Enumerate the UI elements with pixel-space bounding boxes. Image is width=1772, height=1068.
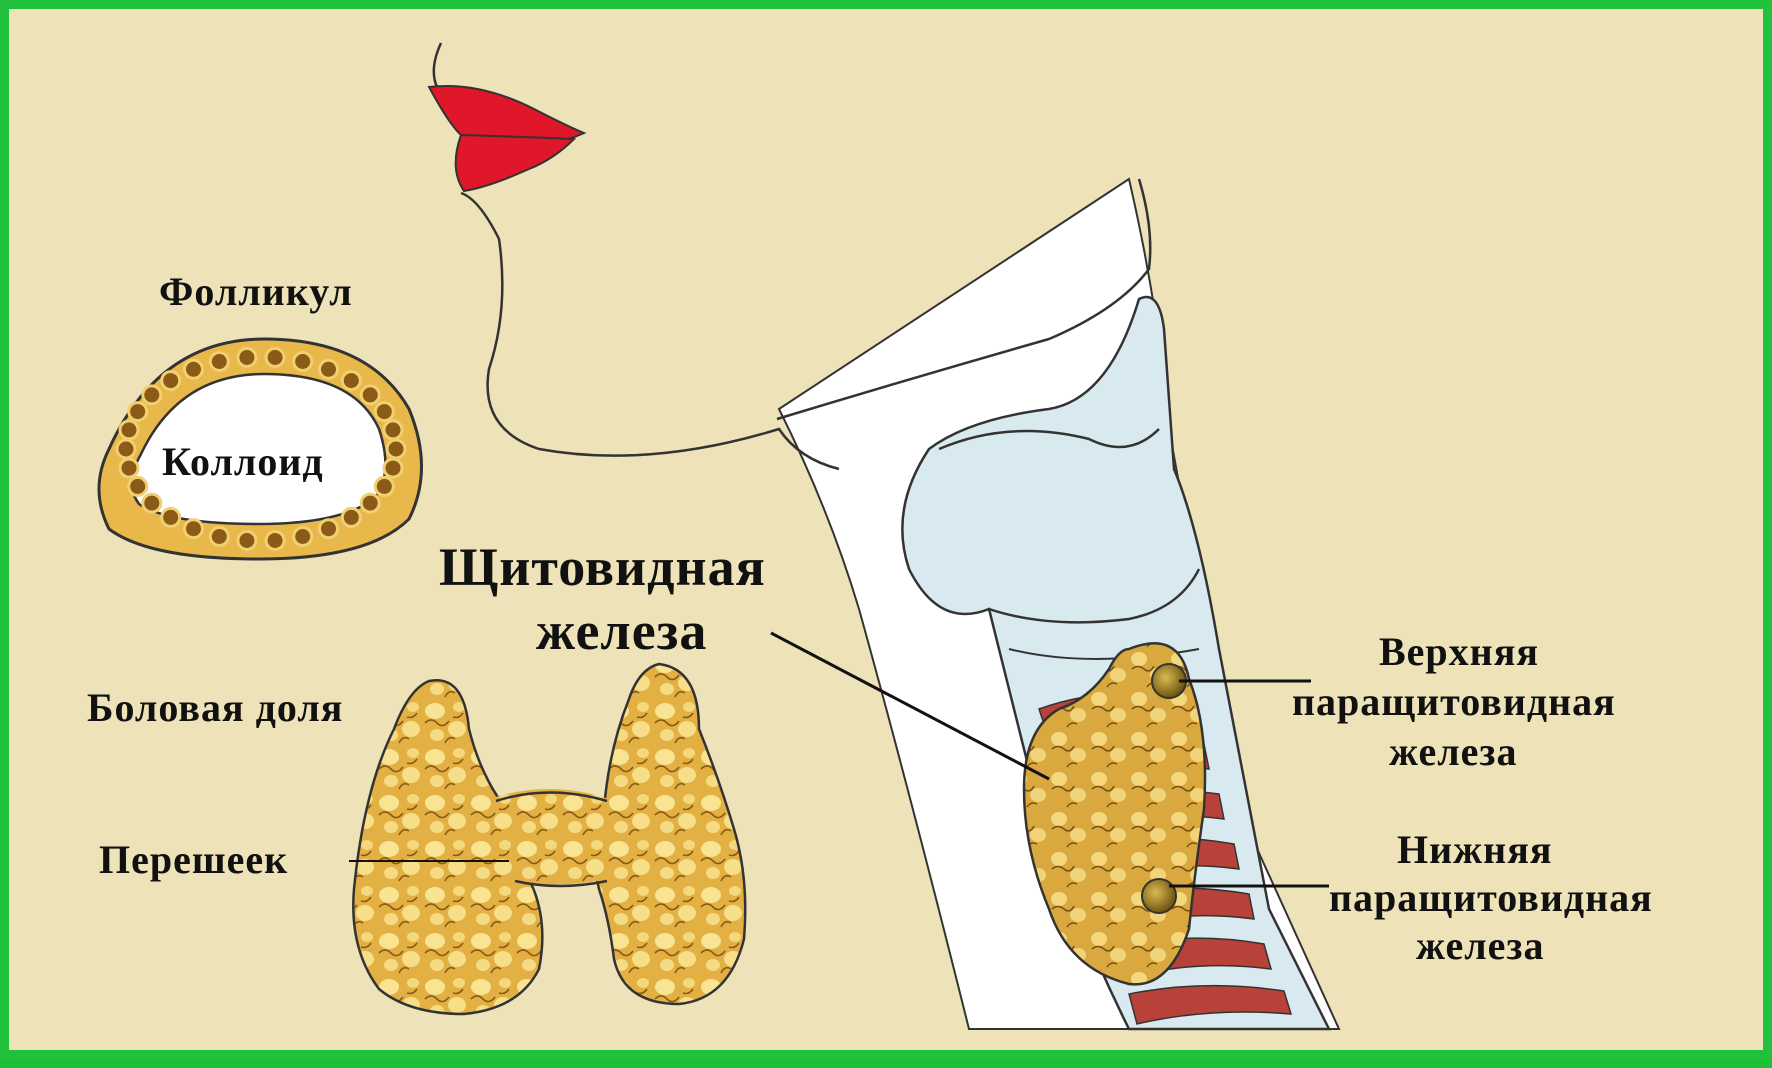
follicle-cell-nucleus bbox=[384, 459, 402, 477]
follicle-cell-nucleus bbox=[342, 508, 360, 526]
follicle-cell-nucleus bbox=[320, 520, 338, 538]
label-thyroid-line2: железа bbox=[536, 601, 707, 661]
follicle-cell-nucleus bbox=[117, 440, 135, 458]
lips-icon bbox=[429, 86, 584, 144]
follicle-cell-nucleus bbox=[120, 459, 138, 477]
follicle-cell-nucleus bbox=[320, 360, 338, 378]
follicle-cell-nucleus bbox=[120, 421, 138, 439]
lower-parathyroid-icon bbox=[1142, 879, 1176, 913]
follicle-cell-nucleus bbox=[129, 403, 147, 421]
label-isthmus: Перешеек bbox=[99, 837, 288, 882]
label-upper-parathyroid-line1: Верхняя bbox=[1379, 629, 1539, 674]
follicle-cell-nucleus bbox=[384, 421, 402, 439]
label-lateral-lobe: Боловая доля bbox=[87, 685, 343, 730]
label-upper-parathyroid-line2: паращитовидная bbox=[1292, 679, 1616, 724]
label-follicle: Фолликул bbox=[159, 269, 353, 314]
follicle-cell-nucleus bbox=[210, 353, 228, 371]
follicle-cell-nucleus bbox=[342, 372, 360, 390]
follicle-cell-nucleus bbox=[387, 440, 405, 458]
follicle-cell-nucleus bbox=[266, 349, 284, 367]
follicle-cell-nucleus bbox=[238, 532, 256, 550]
follicle-cell-nucleus bbox=[129, 477, 147, 495]
label-lower-parathyroid-line3: железа bbox=[1416, 923, 1545, 968]
follicle-cell-nucleus bbox=[162, 372, 180, 390]
follicle-cell-nucleus bbox=[375, 403, 393, 421]
label-lower-parathyroid-line2: паращитовидная bbox=[1329, 875, 1653, 920]
follicle-cell-nucleus bbox=[361, 386, 379, 404]
label-upper-parathyroid-line3: железа bbox=[1389, 729, 1518, 774]
thyroid-anatomy-diagram: Фолликул Коллоид Щитовидная железа Болов… bbox=[9, 9, 1772, 1068]
follicle-cell-nucleus bbox=[375, 477, 393, 495]
follicle-cell-nucleus bbox=[294, 353, 312, 371]
thyroid-right-lobe bbox=[595, 664, 745, 1004]
label-lower-parathyroid-line1: Нижняя bbox=[1397, 827, 1553, 872]
follicle-cell-nucleus bbox=[294, 528, 312, 546]
follicle-cell-nucleus bbox=[238, 349, 256, 367]
lower-lip bbox=[456, 135, 574, 191]
follicle-cell-nucleus bbox=[185, 360, 203, 378]
follicle-cell-nucleus bbox=[143, 386, 161, 404]
follicle-cell-nucleus bbox=[162, 508, 180, 526]
follicle-cell-nucleus bbox=[210, 528, 228, 546]
follicle-cell-nucleus bbox=[266, 532, 284, 550]
follicle-cell-nucleus bbox=[143, 494, 161, 512]
label-thyroid-line1: Щитовидная bbox=[439, 537, 766, 597]
label-colloid: Коллоид bbox=[162, 439, 324, 484]
follicle-cell-nucleus bbox=[185, 520, 203, 538]
thyroid-front-view bbox=[353, 664, 745, 1014]
follicle-cell-nucleus bbox=[361, 494, 379, 512]
